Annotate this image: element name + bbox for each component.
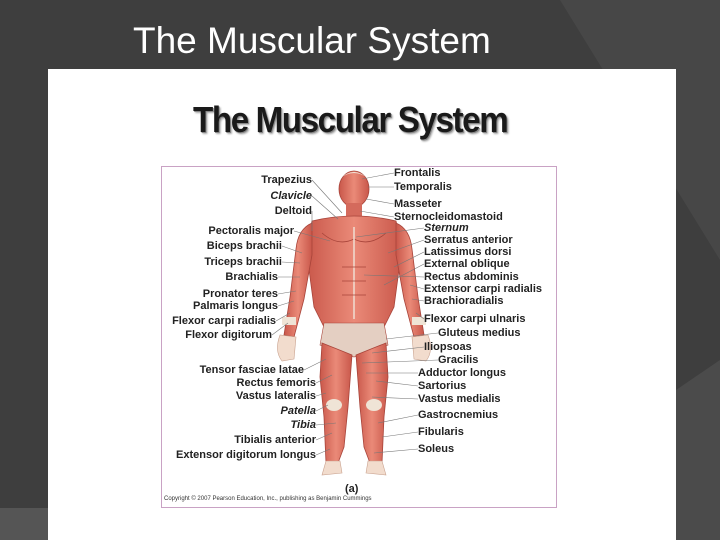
muscle-label-left: Flexor digitorum: [185, 329, 272, 341]
muscle-label-right: Iliopsoas: [424, 341, 472, 353]
muscle-label-left: Biceps brachii: [206, 240, 282, 252]
muscle-label-right: Extensor carpi radialis: [424, 283, 542, 295]
muscle-label-left: Tibia: [290, 419, 316, 431]
muscle-label-right: Brachioradialis: [424, 295, 504, 307]
muscle-label-right: Frontalis: [394, 167, 441, 179]
muscle-label-right: Adductor longus: [418, 367, 506, 379]
muscle-label-right: Flexor carpi ulnaris: [424, 313, 526, 325]
slide-title: The Muscular System: [133, 20, 491, 61]
muscle-label-left: Flexor carpi radialis: [172, 315, 276, 327]
muscle-label-left: Clavicle: [270, 190, 312, 202]
muscle-label-right: Sternocleidomastoid: [394, 211, 503, 223]
muscle-label-right: Soleus: [418, 443, 455, 455]
muscle-label-left: Patella: [280, 405, 316, 417]
muscle-label-right: Latissimus dorsi: [424, 246, 512, 258]
muscle-body-illustration: [271, 170, 439, 476]
muscle-label-right: Fibularis: [418, 426, 464, 438]
muscle-label-right: Gastrocnemius: [418, 409, 499, 421]
muscle-label-left: Tibialis anterior: [234, 434, 316, 446]
muscle-label-right: Sternum: [424, 222, 469, 234]
muscle-label-right: Masseter: [394, 198, 442, 210]
figure-heading: The Muscular System: [193, 99, 509, 140]
muscle-label-right: External oblique: [424, 258, 510, 270]
muscle-label-right: Gluteus medius: [438, 327, 521, 339]
muscle-label-right: Serratus anterior: [424, 234, 513, 246]
muscle-label-left: Vastus lateralis: [235, 390, 316, 402]
muscle-label-left: Trapezius: [261, 174, 312, 186]
muscle-label-right: Sartorius: [418, 380, 467, 392]
muscle-label-right: Temporalis: [394, 181, 452, 193]
panel-label: (a): [345, 483, 359, 495]
muscle-label-left: Rectus femoris: [236, 377, 316, 389]
muscle-label-right: Gracilis: [438, 354, 479, 366]
muscle-label-left: Pronator teres: [202, 288, 278, 300]
muscle-label-left: Brachialis: [225, 271, 278, 283]
copyright-notice: Copyright © 2007 Pearson Education, Inc.…: [164, 496, 372, 502]
muscle-label-left: Pectoralis major: [208, 225, 294, 237]
muscle-label-right: Vastus medialis: [418, 393, 501, 405]
muscle-label-right: Rectus abdominis: [424, 271, 519, 283]
muscle-label-left: Deltoid: [274, 205, 312, 217]
muscle-label-left: Extensor digitorum longus: [176, 449, 316, 461]
muscle-label-left: Triceps brachii: [204, 256, 282, 268]
muscle-label-left: Palmaris longus: [193, 300, 278, 312]
background-corner: [0, 508, 48, 540]
content-panel: The Muscular System: [48, 69, 676, 540]
muscle-label-left: Tensor fasciae latae: [199, 364, 304, 376]
